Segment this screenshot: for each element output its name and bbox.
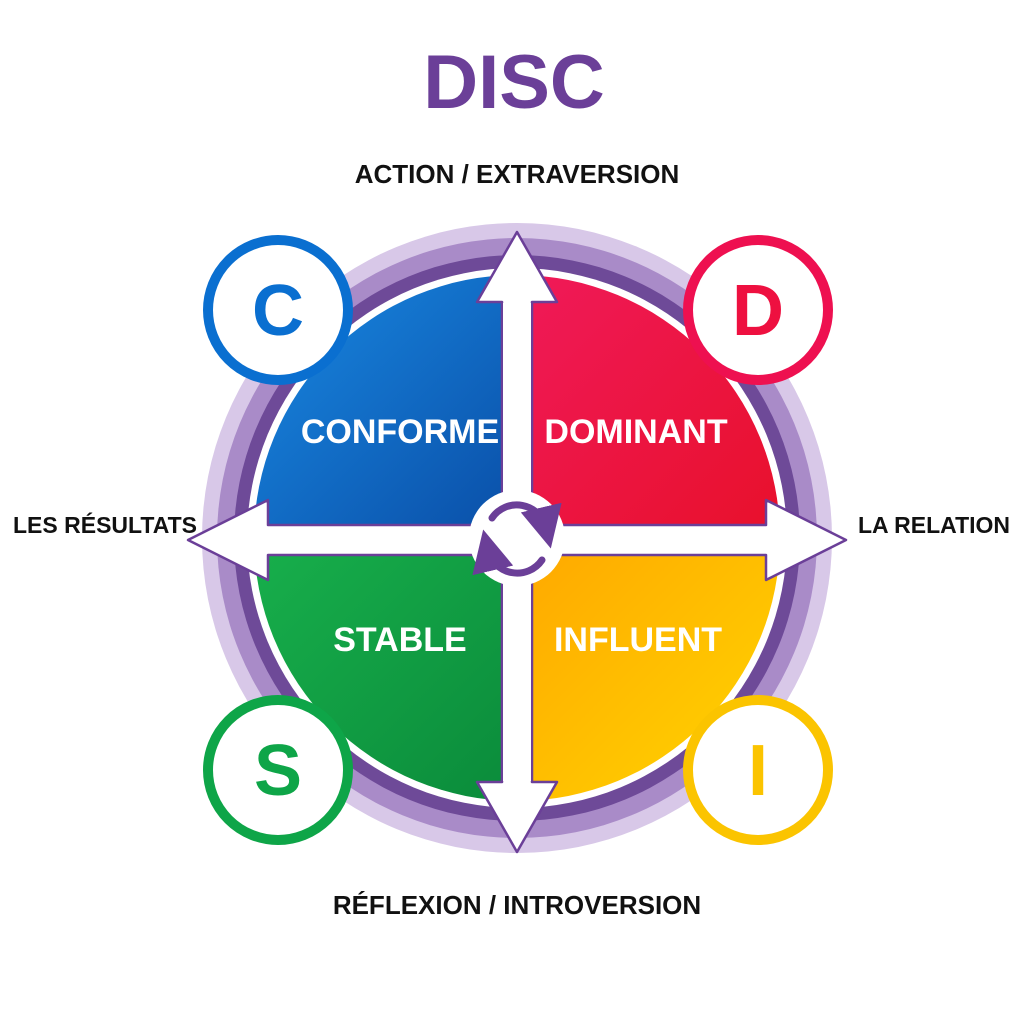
letter-badge-s: S [203,695,353,845]
svg-text:S: S [254,731,302,811]
axis-label-top: ACTION / EXTRAVERSION [355,159,680,189]
axis-label-right: LA RELATION [858,512,1010,538]
letter-badge-c: C [203,235,353,385]
axis-label-bottom: RÉFLEXION / INTROVERSION [333,890,701,920]
cycle-arrows-icon [472,501,562,577]
svg-text:D: D [732,271,784,351]
page-title: DISC [423,40,605,125]
quadrant-label-dominant: DOMINANT [544,413,727,451]
quadrant-label-influent: INFLUENT [554,621,722,659]
quadrant-label-stable: STABLE [333,621,466,659]
letter-badge-d: D [683,235,833,385]
svg-text:I: I [748,731,768,811]
letter-badge-i: I [683,695,833,845]
axis-label-left: LES RÉSULTATS [13,511,197,538]
svg-text:C: C [252,271,304,351]
quadrant-label-conforme: CONFORME [301,413,499,451]
